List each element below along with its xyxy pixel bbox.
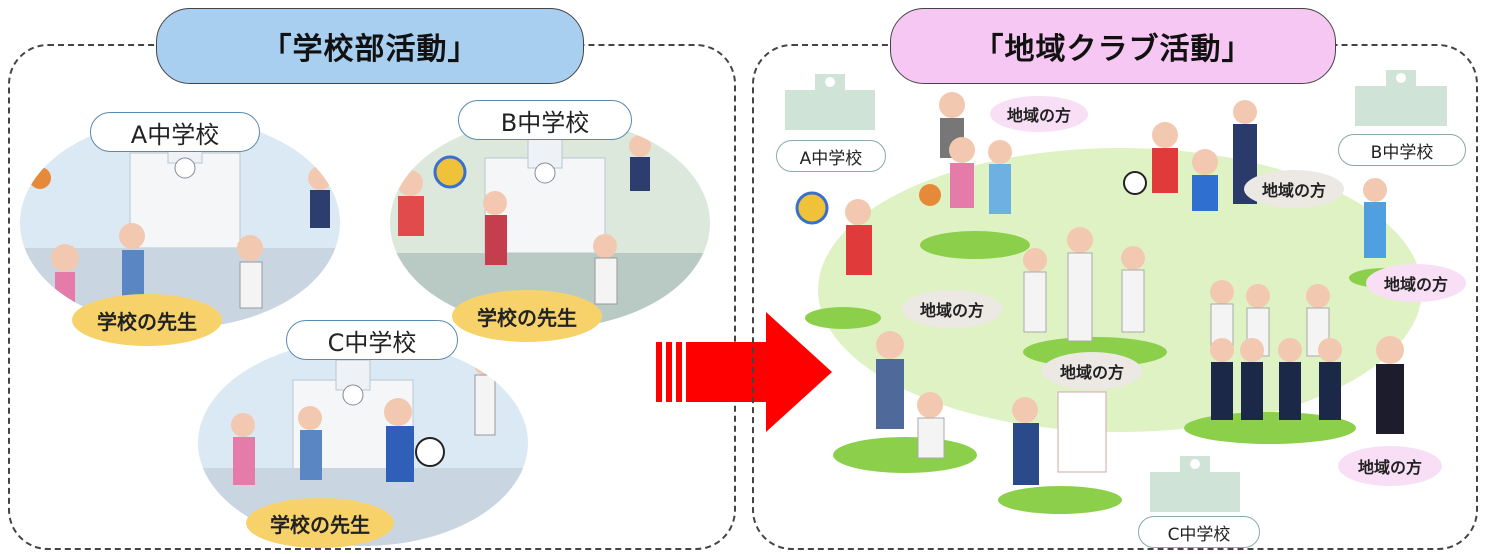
- regional-school-b-label: B中学校: [1338, 134, 1466, 166]
- school-c-label: C中学校: [286, 320, 458, 360]
- school-b-teacher-badge: 学校の先生: [452, 290, 602, 342]
- school-a-teacher-badge: 学校の先生: [72, 294, 222, 346]
- school-club-title: 「学校部活動」: [156, 8, 584, 84]
- school-b-label: B中学校: [458, 100, 632, 140]
- regional-school-a-label: A中学校: [776, 140, 886, 172]
- local-resident-badge: 地域の方: [1042, 352, 1142, 390]
- local-resident-badge: 地域の方: [1338, 446, 1442, 486]
- local-resident-badge: 地域の方: [990, 96, 1088, 132]
- school-c-teacher-badge: 学校の先生: [246, 498, 394, 548]
- regional-school-c-label: C中学校: [1138, 516, 1260, 548]
- local-resident-badge: 地域の方: [902, 290, 1002, 328]
- school-a-scene: [20, 118, 340, 328]
- local-resident-badge: 地域の方: [1244, 170, 1344, 208]
- regional-club-title: 「地域クラブ活動」: [890, 8, 1336, 84]
- school-a-label: A中学校: [90, 112, 260, 152]
- local-resident-badge: 地域の方: [1366, 264, 1466, 302]
